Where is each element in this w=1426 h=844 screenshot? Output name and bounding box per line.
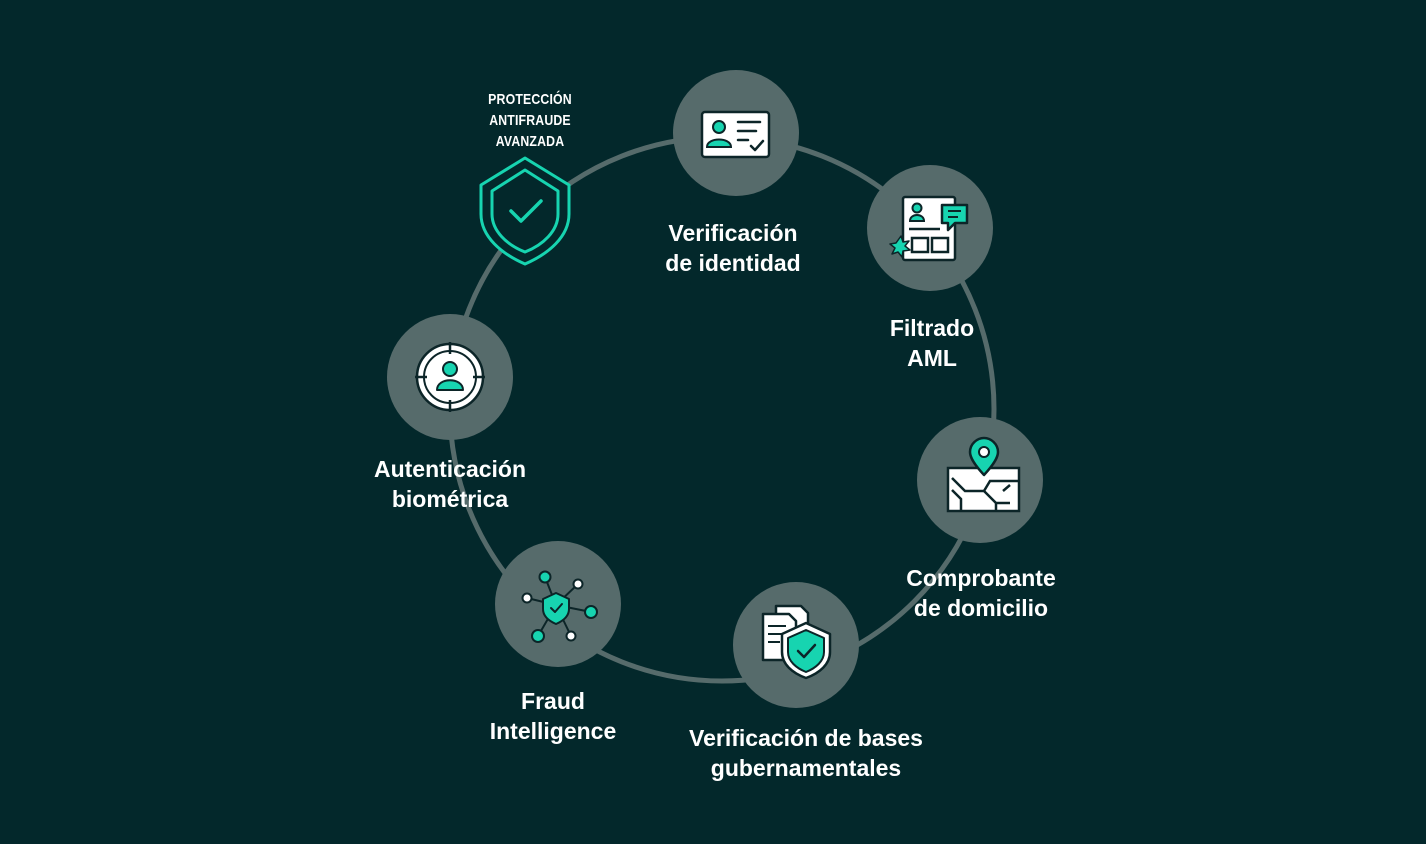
label-line-1: Verificación de bases — [689, 725, 923, 751]
face-target-icon — [415, 342, 485, 412]
label-line-2: AML — [907, 345, 957, 371]
node-fraud-intelligence — [495, 541, 621, 667]
network-shield-icon — [521, 570, 598, 643]
label-line-2: gubernamentales — [710, 755, 902, 781]
document-profile-icon — [889, 195, 969, 262]
label-line-1: Filtrado — [889, 315, 975, 341]
label-verificacion-bases: Verificación de bases gubernamentales — [689, 723, 923, 783]
title-line-3: AVANZADA — [495, 133, 565, 150]
node-verificacion-identidad — [673, 70, 799, 196]
node-verificacion-bases — [733, 582, 859, 708]
label-fraud-intelligence: Fraud Intelligence — [490, 686, 617, 746]
node-filtrado-aml — [867, 165, 993, 291]
title-line-2: ANTIFRAUDE — [489, 112, 571, 129]
shield-check-icon — [479, 156, 571, 266]
label-filtrado-aml: Filtrado AML — [890, 313, 974, 373]
id-card-icon — [700, 110, 771, 159]
label-line-2: de identidad — [665, 250, 801, 276]
label-line-2: biométrica — [391, 486, 509, 512]
title-line-1: PROTECCIÓN — [488, 91, 572, 108]
label-line-1: Autenticación — [373, 456, 527, 482]
map-pin-icon — [946, 436, 1021, 513]
label-verificacion-identidad: Verificación de identidad — [665, 218, 800, 278]
label-comprobante-domicilio: Comprobante de domicilio — [906, 563, 1056, 623]
label-line-1: Comprobante — [906, 565, 1056, 591]
label-line-2: de domicilio — [913, 595, 1049, 621]
label-line-2: Intelligence — [489, 718, 617, 744]
label-line-1: Fraud — [521, 688, 585, 714]
node-comprobante-domicilio — [917, 417, 1043, 543]
label-autenticacion-biometrica: Autenticación biométrica — [374, 454, 526, 514]
shield-documents-icon — [761, 604, 832, 680]
label-line-1: Verificación — [668, 220, 798, 246]
node-autenticacion-biometrica — [387, 314, 513, 440]
diagram-title: PROTECCIÓN ANTIFRAUDE AVANZADA — [488, 89, 572, 152]
